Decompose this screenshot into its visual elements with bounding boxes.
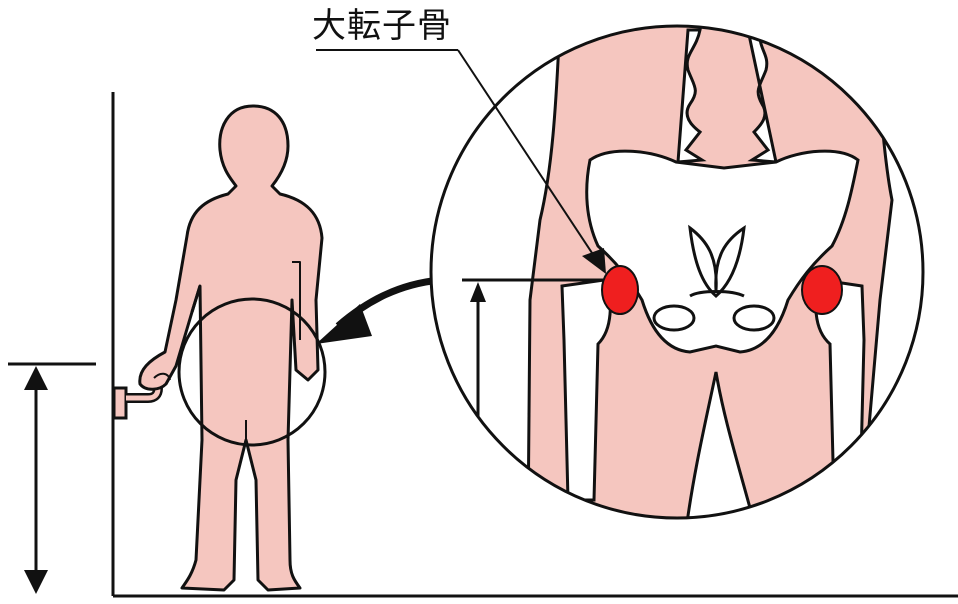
magnifier-circle-icon <box>420 20 940 540</box>
callout-label: 大転子骨 <box>312 6 452 46</box>
right-trochanter-marker <box>802 266 842 314</box>
left-trochanter-marker <box>602 266 638 314</box>
height-dimension <box>8 364 96 594</box>
standing-person-icon <box>140 106 322 590</box>
